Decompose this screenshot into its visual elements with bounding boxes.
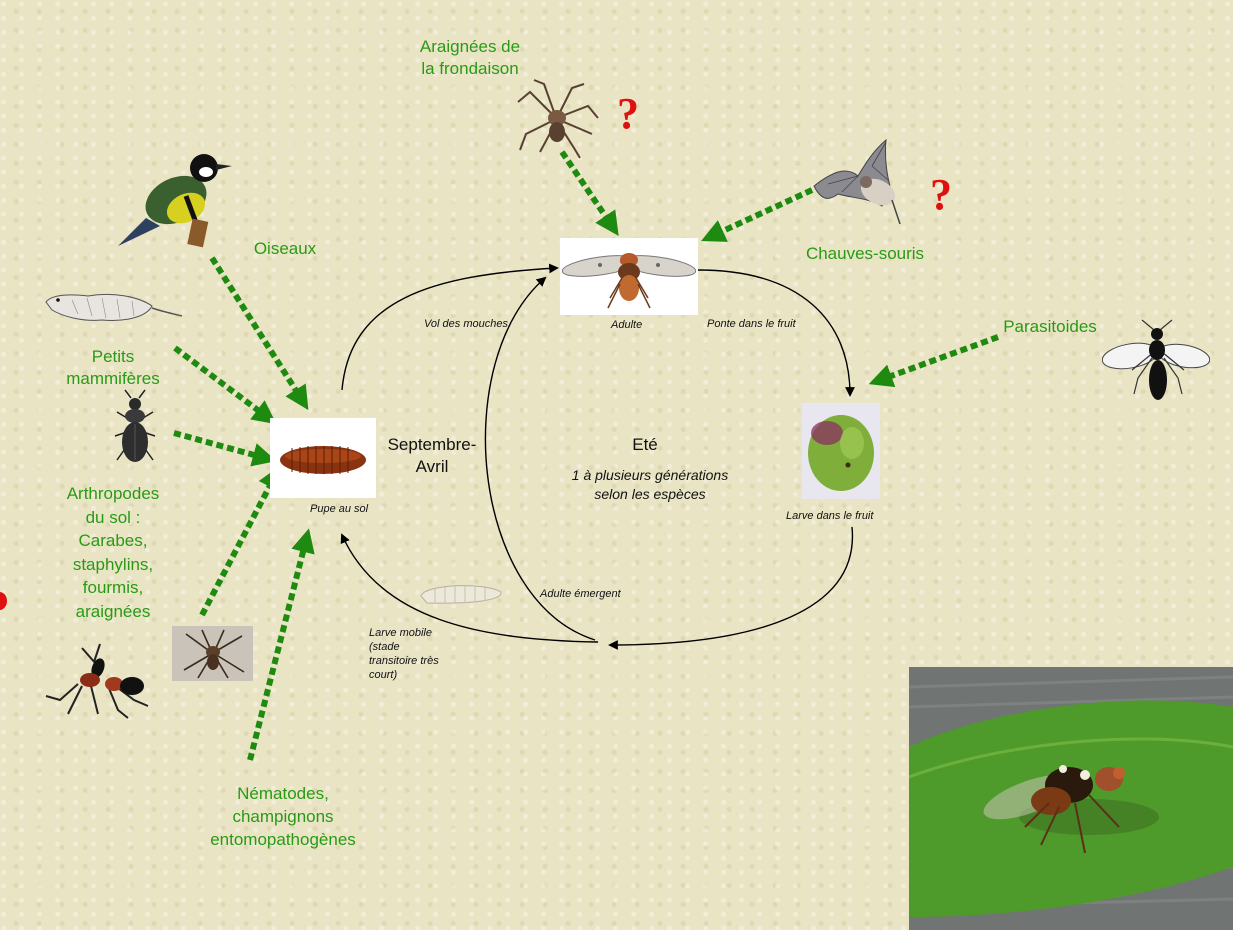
beetle-icon [113, 388, 157, 472]
arrow-bat-to-adult [701, 187, 814, 242]
bird-icon [112, 148, 237, 250]
nematodes-line: Nématodes, [237, 784, 329, 803]
arrow-ponte [697, 269, 855, 397]
question-mark-spider: ? [617, 89, 639, 138]
label-parasitoides: Parasitoides [1003, 317, 1097, 336]
mammiferes-line: mammifères [66, 369, 160, 388]
arrow-mammal-to-pupa [173, 345, 277, 425]
canopy-spider-icon [510, 78, 602, 160]
mammiferes-line: Petits [91, 347, 135, 366]
mobile-larva-image [415, 578, 507, 608]
ground-spider-image [172, 626, 253, 681]
label-araignees-frondaison: Araignées de la frondaison [405, 36, 535, 80]
label-septembre-avril: Septembre- Avril [378, 434, 486, 478]
arthropodes-line: du sol : [85, 507, 141, 527]
label-generations: 1 à plusieurs générations selon les espè… [545, 466, 755, 504]
arthropodes-line: Carabes, [78, 531, 148, 550]
araignees-line: Araignées de [419, 37, 521, 56]
arthropodes-line: araignées [75, 601, 151, 621]
label-larve-mobile: Larve mobile (stade transitoire très cou… [369, 626, 439, 682]
question-mark-bat: ? [930, 170, 952, 219]
shrew-icon [42, 286, 184, 330]
nematodes-line: champignons [232, 807, 334, 826]
arrow-arthropods-to-pupa [199, 465, 281, 617]
arthropodes-line: fourmis, [82, 578, 144, 597]
arrow-vol-des-mouches [341, 263, 559, 391]
generations-line: 1 à plusieurs générations [571, 467, 729, 483]
arthropodes-line: Arthropodes [66, 484, 160, 503]
generations-line: selon les espèces [594, 486, 706, 502]
label-vol-des-mouches: Vol des mouches [424, 318, 508, 330]
arrow-spider-to-adult [559, 150, 619, 236]
label-oiseaux: Oiseaux [253, 239, 317, 258]
label-nematodes: Nématodes, champignons entomopathogènes [198, 782, 368, 851]
bat-icon [812, 136, 914, 228]
adult-fly-image [560, 238, 698, 315]
arrow-adulte-emergent [484, 276, 596, 641]
arthropodes-line: staphylins, [72, 554, 154, 574]
label-ponte: Ponte dans le fruit [707, 318, 796, 330]
label-arthropodes: Arthropodes du sol : Carabes, staphylins… [55, 482, 171, 623]
label-petits-mammiferes: Petits mammifères [58, 346, 168, 390]
arrow-beetle-to-pupa [173, 430, 277, 467]
fly-on-leaf-photo [909, 667, 1233, 930]
pupa-image [270, 418, 376, 498]
red-dot-edge [0, 592, 7, 610]
arrow-nematodes-to-pupa [247, 528, 315, 761]
olive-larva-image [802, 403, 880, 499]
label-pupe: Pupe au sol [310, 503, 369, 515]
ant-icon [38, 640, 154, 724]
label-chauves-souris: Chauves-souris [805, 244, 925, 263]
label-larve-fruit: Larve dans le fruit [786, 510, 874, 522]
nematodes-line: entomopathogènes [210, 830, 356, 849]
arrow-parasitoid-to-larva [868, 334, 1000, 388]
arrow-larva-mobile [340, 533, 599, 643]
larve-mobile-line: Larve mobile [369, 627, 432, 639]
winter-line: Avril [415, 457, 449, 476]
label-adulte-emergent: Adulte émergent [540, 588, 621, 600]
larve-mobile-line: court) [369, 669, 398, 681]
larve-mobile-line: (stade [369, 641, 400, 653]
label-adulte: Adulte [611, 319, 643, 331]
winter-line: Septembre- [387, 435, 477, 454]
araignees-line: la frondaison [421, 59, 519, 78]
parasitoid-wasp-icon [1101, 318, 1211, 406]
larve-mobile-line: transitoire très [369, 655, 439, 667]
label-ete: Eté [632, 435, 658, 454]
arrow-larva-to-ground [608, 526, 854, 650]
arrow-bird-to-pupa [209, 256, 309, 411]
